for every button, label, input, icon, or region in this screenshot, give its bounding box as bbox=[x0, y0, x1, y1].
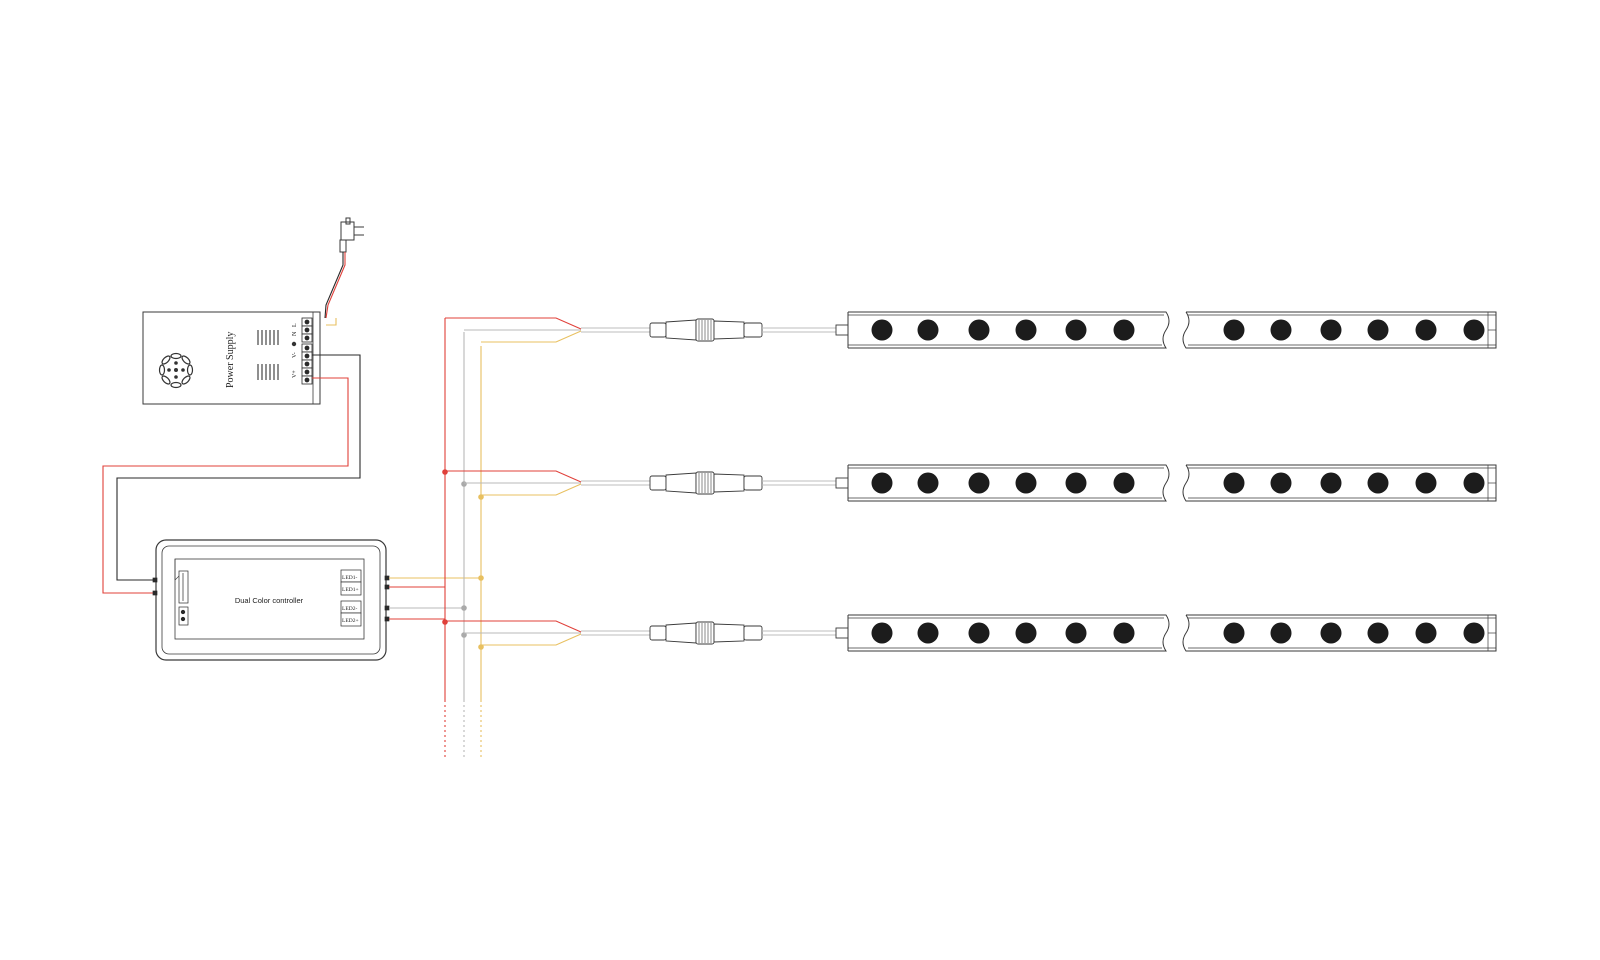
led-dot bbox=[1415, 319, 1437, 341]
cable-connector bbox=[649, 621, 763, 645]
controller-title: Dual Color controller bbox=[235, 596, 304, 605]
led-strip bbox=[847, 464, 1497, 502]
bus-wires bbox=[444, 322, 482, 760]
led-dot bbox=[1065, 622, 1087, 644]
led-dot bbox=[871, 622, 893, 644]
vents bbox=[257, 330, 279, 380]
terminal-label-led2-neg: LED2- bbox=[342, 606, 357, 612]
led-dot bbox=[1113, 622, 1135, 644]
led-dot bbox=[1015, 472, 1037, 494]
led-dot bbox=[917, 472, 939, 494]
led-dots bbox=[871, 472, 1485, 494]
led-dot bbox=[1270, 622, 1292, 644]
led-dots bbox=[871, 622, 1485, 644]
cable-connector bbox=[649, 318, 763, 342]
led-dot bbox=[1113, 472, 1135, 494]
feeder-wires bbox=[444, 317, 650, 343]
led-dot bbox=[1113, 319, 1135, 341]
led-dot bbox=[968, 472, 990, 494]
led-dot bbox=[1320, 622, 1342, 644]
led-dot bbox=[917, 622, 939, 644]
led-dot bbox=[917, 319, 939, 341]
terminal-label-l: L bbox=[292, 323, 298, 327]
led-dot bbox=[1320, 319, 1342, 341]
psu-to-controller-wires bbox=[102, 354, 361, 594]
led-dot bbox=[1223, 472, 1245, 494]
led-dot bbox=[1270, 319, 1292, 341]
led-dot bbox=[1463, 472, 1485, 494]
led-dot bbox=[1015, 319, 1037, 341]
led-dot bbox=[968, 622, 990, 644]
led-dot bbox=[1415, 622, 1437, 644]
led-strip-group bbox=[444, 311, 1497, 652]
terminal-label-n: N bbox=[292, 331, 298, 336]
controller-output-wires bbox=[389, 577, 481, 620]
led-strip-row bbox=[445, 614, 1497, 652]
fan-icon bbox=[158, 352, 194, 389]
led-strip bbox=[847, 614, 1497, 652]
led-dot bbox=[1463, 622, 1485, 644]
led-dot bbox=[1015, 622, 1037, 644]
led-dot bbox=[871, 319, 893, 341]
ground-icon bbox=[291, 341, 297, 347]
junction-dots bbox=[442, 469, 484, 650]
terminal-block bbox=[301, 317, 313, 385]
led-dot bbox=[1270, 472, 1292, 494]
feeder-wires bbox=[445, 620, 650, 646]
terminal-label-vpos: V+ bbox=[292, 370, 298, 378]
led-dot bbox=[1223, 319, 1245, 341]
led-dot bbox=[1065, 319, 1087, 341]
led-dots bbox=[871, 319, 1485, 341]
led-dot bbox=[968, 319, 990, 341]
led-dot bbox=[1463, 319, 1485, 341]
led-dot bbox=[1367, 319, 1389, 341]
led-dot bbox=[1367, 622, 1389, 644]
power-supply-title: Power Supply bbox=[225, 332, 236, 388]
mains-plug bbox=[339, 217, 364, 253]
strip-lead-cable bbox=[762, 480, 836, 486]
led-strip bbox=[847, 311, 1497, 349]
terminal-label-led2-pos: LED2+ bbox=[342, 618, 359, 624]
controller-input-terminals bbox=[152, 570, 189, 626]
mains-cable bbox=[324, 252, 346, 326]
controller-output-terminals bbox=[340, 569, 390, 627]
feeder-wires bbox=[445, 470, 650, 496]
led-dot bbox=[1415, 472, 1437, 494]
led-strip-row bbox=[444, 311, 1497, 349]
terminal-label-led1-pos: LED1+ bbox=[342, 587, 359, 593]
led-dot bbox=[1320, 472, 1342, 494]
led-dot bbox=[1065, 472, 1087, 494]
strip-lead-cable bbox=[762, 630, 836, 636]
led-strip-row bbox=[445, 464, 1497, 502]
led-dot bbox=[1367, 472, 1389, 494]
cable-connector bbox=[649, 471, 763, 495]
led-dot bbox=[1223, 622, 1245, 644]
strip-lead-cable bbox=[762, 327, 836, 333]
power-supply: Power Supply L N V- V+ bbox=[142, 311, 321, 405]
dual-color-controller: Dual Color controller LED1- LED1+ LED2- … bbox=[152, 539, 390, 661]
terminal-label-vneg: V- bbox=[292, 352, 298, 358]
terminal-label-led1-neg: LED1- bbox=[342, 575, 357, 581]
led-dot bbox=[871, 472, 893, 494]
